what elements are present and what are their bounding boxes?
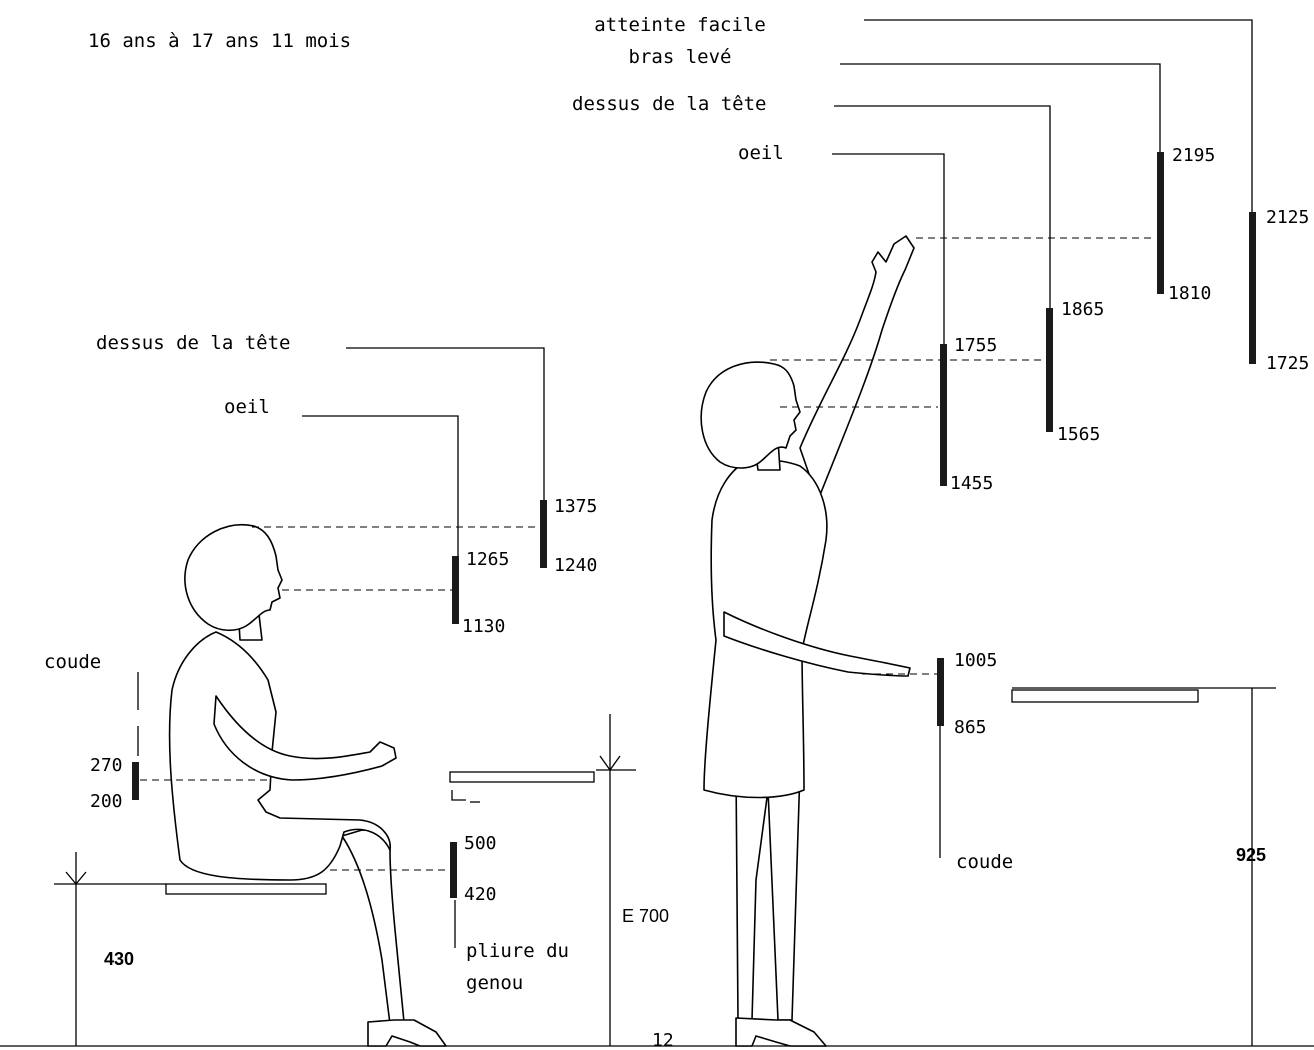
standing-counter bbox=[1011, 689, 1199, 703]
reach-high-leader bbox=[840, 63, 1161, 152]
seat bbox=[165, 883, 327, 895]
footer-number: 12 bbox=[652, 1030, 674, 1050]
table-height-arrow bbox=[599, 755, 621, 772]
eye-leader bbox=[832, 153, 945, 344]
knee-label-line1: pliure du bbox=[466, 940, 569, 962]
table-top bbox=[449, 771, 595, 783]
seated-elbow-max: 270 bbox=[90, 755, 123, 776]
standing-eye-label: oeil bbox=[738, 142, 784, 164]
seated-eye-label: oeil bbox=[224, 396, 270, 418]
reach-low-min: 1725 bbox=[1266, 353, 1309, 374]
standing-eye-max: 1755 bbox=[954, 335, 997, 356]
knee-min: 420 bbox=[464, 884, 497, 905]
seated-head-top-leader bbox=[346, 347, 545, 500]
seated-head-top-range-bar bbox=[540, 500, 547, 568]
reach-low-leader bbox=[864, 19, 1253, 212]
standing-figure bbox=[700, 235, 915, 1047]
reach-high-range-bar bbox=[1157, 152, 1164, 294]
seated-eye-max: 1265 bbox=[466, 549, 509, 570]
seated-elbow-range-bar bbox=[132, 762, 139, 800]
standing-head-top-min: 1565 bbox=[1057, 424, 1100, 445]
reach-high-min: 1810 bbox=[1168, 283, 1211, 304]
seated-elbow-min: 200 bbox=[90, 791, 123, 812]
reach-high-max: 2195 bbox=[1172, 145, 1215, 166]
seated-eye-leader bbox=[302, 415, 459, 556]
table-height-value: E 700 bbox=[622, 906, 669, 926]
standing-head-top-label: dessus de la tête bbox=[572, 93, 766, 115]
table-edge-mark bbox=[451, 790, 466, 801]
age-range-title: 16 ans à 17 ans 11 mois bbox=[88, 30, 351, 52]
counter-height-value: 925 bbox=[1236, 845, 1266, 865]
standing-eye-min: 1455 bbox=[950, 473, 993, 494]
reach-low-range-bar bbox=[1249, 212, 1256, 364]
standing-elbow-min: 865 bbox=[954, 717, 987, 738]
knee-max: 500 bbox=[464, 833, 497, 854]
knee-label-line2: genou bbox=[466, 972, 523, 994]
seat-height-arrow bbox=[65, 871, 87, 886]
head-top-range-bar bbox=[1046, 308, 1053, 432]
seat-height-value: 430 bbox=[104, 949, 134, 969]
standing-head-top-max: 1865 bbox=[1061, 299, 1104, 320]
seated-head-top-min: 1240 bbox=[554, 555, 597, 576]
eye-range-bar bbox=[940, 344, 947, 486]
seated-eye-range-bar bbox=[452, 556, 459, 624]
reach-label-line1: atteinte facile bbox=[594, 14, 766, 36]
reach-label-line2: bras levé bbox=[629, 46, 732, 68]
head-top-leader bbox=[834, 105, 1051, 308]
seated-eye-min: 1130 bbox=[462, 616, 505, 637]
reach-low-max: 2125 bbox=[1266, 207, 1309, 228]
seated-knee-range-bar bbox=[450, 842, 457, 898]
elbow-range-bar bbox=[937, 658, 944, 726]
standing-elbow-max: 1005 bbox=[954, 650, 997, 671]
seated-head-top-label: dessus de la tête bbox=[96, 332, 290, 354]
seated-head-top-max: 1375 bbox=[554, 496, 597, 517]
seated-elbow-label: coude bbox=[44, 651, 101, 673]
seated-figure bbox=[168, 524, 447, 1047]
standing-elbow-label: coude bbox=[956, 851, 1013, 873]
